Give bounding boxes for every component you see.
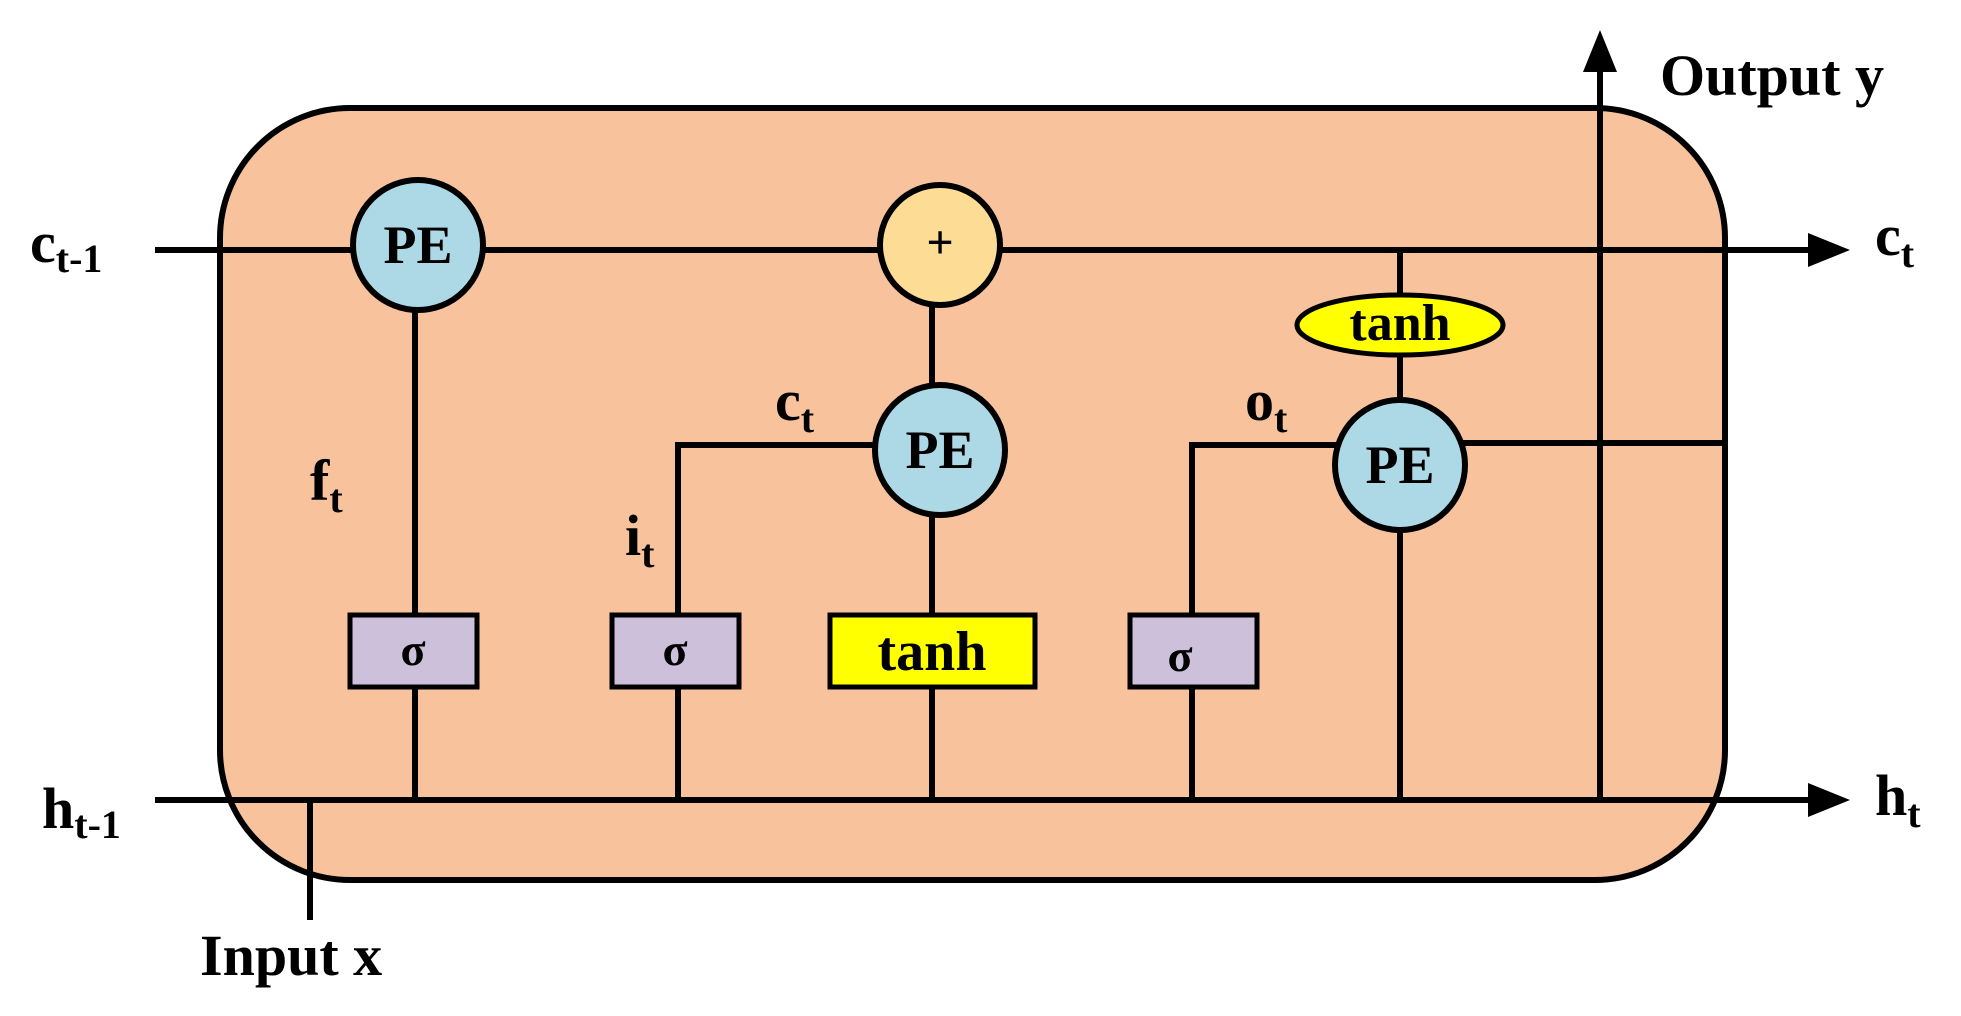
label-h-next: ht: [1875, 763, 1921, 836]
pe-forget-circle: [350, 177, 486, 313]
pe-forget-label: PE: [383, 215, 452, 275]
sigma-output-box: [1127, 612, 1260, 690]
label-h-next-sub: t: [1907, 791, 1921, 836]
add-circle: [877, 182, 1003, 308]
label-c-next-base: c: [1875, 203, 1901, 268]
output-arrowhead: [1583, 30, 1617, 72]
label-h-prev-base: h: [42, 776, 74, 841]
label-c-prev: ct-1: [30, 210, 102, 281]
label-forget-gate: ft: [310, 448, 343, 521]
sigma-output-label: σ: [1167, 630, 1192, 681]
label-input-gate: it: [625, 503, 655, 576]
label-output-gate-base: o: [1245, 368, 1274, 433]
sigma-forget-label: σ: [400, 624, 425, 675]
label-candidate: ct: [775, 368, 815, 441]
label-forget-gate-sub: t: [329, 476, 343, 521]
label-h-next-base: h: [1875, 763, 1907, 828]
label-c-next-sub: t: [1901, 231, 1915, 276]
label-output-y: Output y: [1660, 43, 1884, 108]
label-candidate-sub: t: [801, 396, 815, 441]
label-output-gate: ot: [1245, 368, 1288, 441]
add-label: +: [926, 216, 953, 269]
pe-output-label: PE: [1365, 435, 1434, 495]
label-c-prev-base: c: [30, 210, 56, 275]
pe-output-circle: [1332, 397, 1468, 533]
label-c-prev-sub: t-1: [56, 236, 103, 281]
sigma-forget-box: [347, 612, 480, 690]
tanh-candidate-box: [827, 612, 1038, 690]
label-candidate-base: c: [775, 368, 801, 433]
label-forget-gate-base: f: [310, 448, 330, 513]
label-h-prev-sub: t-1: [74, 802, 121, 847]
label-input-gate-sub: t: [641, 531, 655, 576]
tanh-candidate-label: tanh: [878, 621, 987, 683]
pe-input-circle: [872, 382, 1008, 518]
label-output-gate-sub: t: [1274, 396, 1288, 441]
label-input-gate-base: i: [625, 503, 641, 568]
sigma-input-box: [609, 612, 742, 690]
label-h-prev: ht-1: [42, 776, 121, 847]
tanh-cell-ellipse: [1294, 292, 1506, 358]
tanh-cell-label: tanh: [1349, 295, 1450, 352]
pe-input-label: PE: [905, 420, 974, 480]
sigma-input-label: σ: [662, 624, 687, 675]
label-c-next: ct: [1875, 203, 1915, 276]
hidden-state-arrowhead: [1808, 783, 1850, 817]
label-input-x: Input x: [200, 923, 382, 988]
cell-state-arrowhead: [1808, 233, 1850, 267]
